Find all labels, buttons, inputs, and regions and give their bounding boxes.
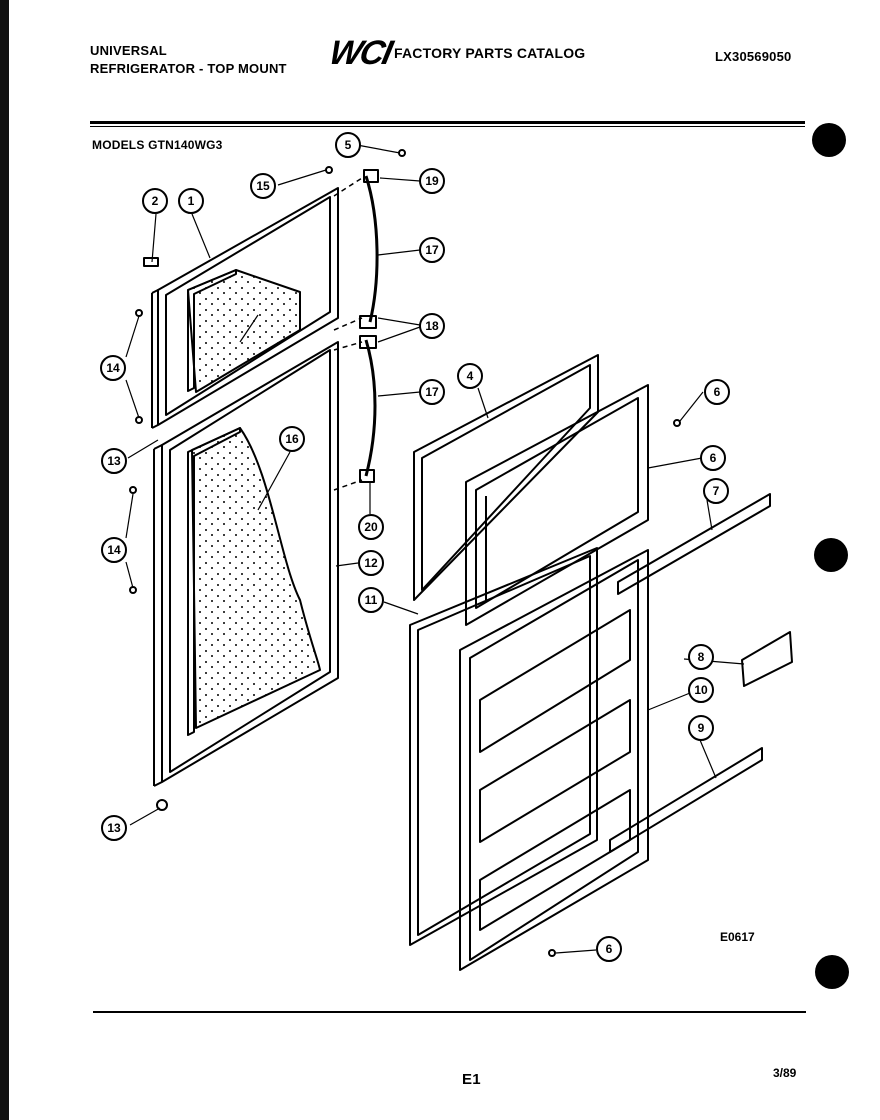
callout-6-upper: 6 [704,379,730,405]
callout-19: 19 [419,168,445,194]
subtitle-label: REFRIGERATOR - TOP MOUNT [90,61,287,76]
scan-edge [0,0,9,1120]
callout-6-lower: 6 [596,936,622,962]
callout-5: 6 [700,445,726,471]
header-rule-top [90,121,805,124]
models-label: MODELS GTN140WG3 [92,138,223,152]
catalog-number: LX30569050 [715,49,792,64]
callout-3: 5 [335,132,361,158]
date-code: 3/89 [773,1066,797,1080]
callout-16-upper-anchor [246,302,272,328]
header-rule-bottom [90,126,805,127]
callout-13-upper: 13 [101,448,127,474]
callout-7: 7 [703,478,729,504]
callout-13-lower: 13 [101,815,127,841]
figure-code: E0617 [720,930,755,944]
callout-8: 8 [688,644,714,670]
footer-rule [93,1011,806,1013]
callout-14-lower: 14 [101,537,127,563]
freezer-door-liner [187,269,301,393]
freezer-door-gasket [151,187,339,429]
callout-17-lower: 17 [419,379,445,405]
fresh-food-door-liner [187,427,321,736]
top-door-panel-5 [465,384,649,626]
binder-hole-bottom [815,955,849,989]
binder-hole-top [812,123,846,157]
callout-4: 4 [457,363,483,389]
callout-10: 10 [688,677,714,703]
callout-16-lower: 16 [279,426,305,452]
callout-17-upper: 17 [419,237,445,263]
fresh-food-door-gasket [153,341,339,787]
callout-11: 11 [358,587,384,613]
lower-door-gasket-11 [409,547,598,946]
binder-hole-middle [814,538,848,572]
callout-15: 15 [250,173,276,199]
catalog-title: FACTORY PARTS CATALOG [394,45,586,61]
page-label: E1 [462,1071,481,1088]
brand-label: UNIVERSAL [90,43,167,58]
callout-14-upper: 14 [100,355,126,381]
callout-18: 18 [419,313,445,339]
callout-2: 2 [142,188,168,214]
callout-12: 12 [358,550,384,576]
callout-9: 9 [688,715,714,741]
callout-20: 20 [358,514,384,540]
callout-1: 1 [178,188,204,214]
